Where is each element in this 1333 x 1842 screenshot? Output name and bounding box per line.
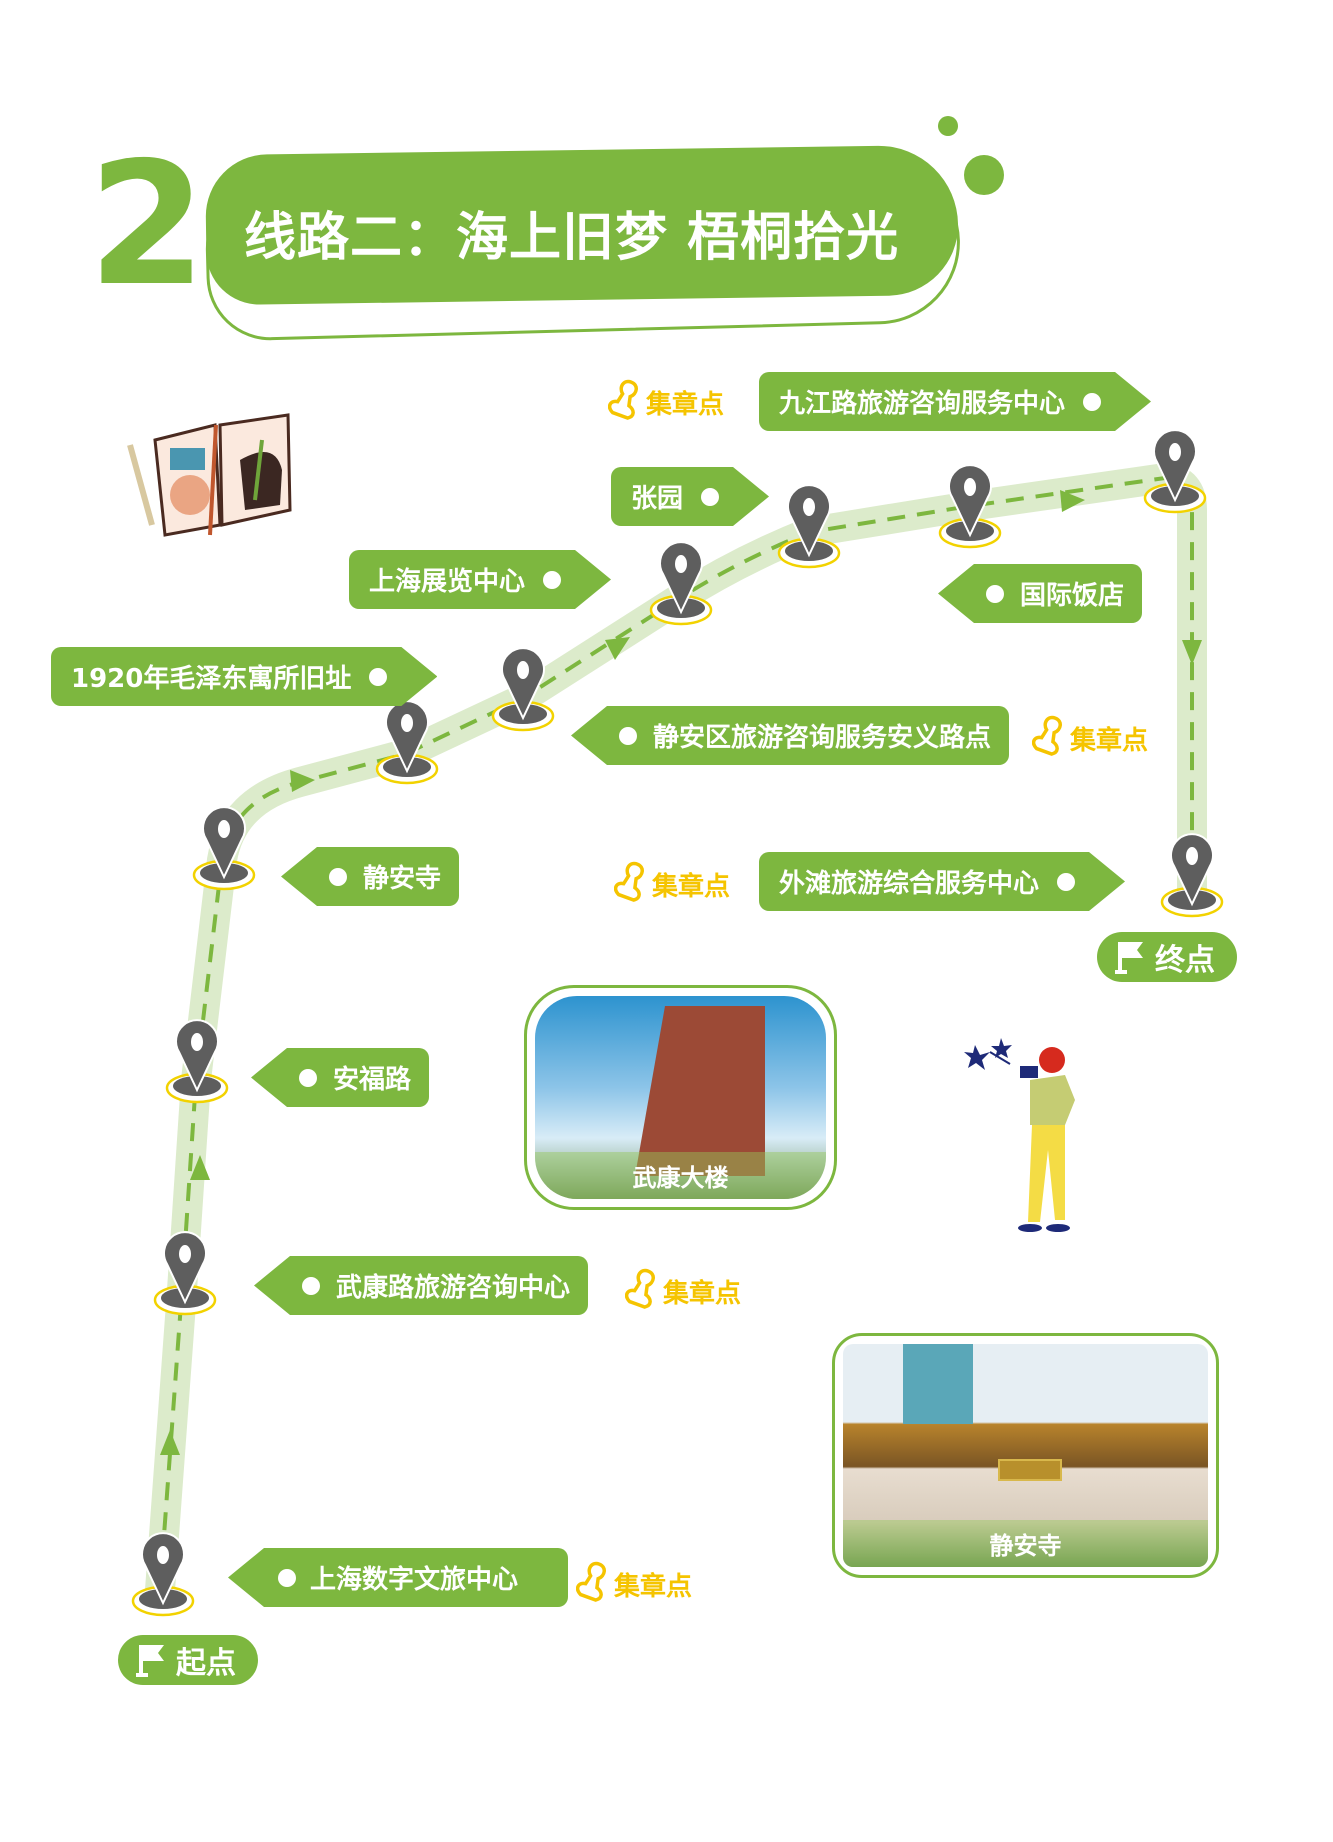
- stamp-point: 集章点: [1031, 714, 1149, 763]
- stop-name: 上海展览中心: [369, 567, 526, 597]
- building-shape: [635, 1006, 765, 1176]
- photographer-illustration: [964, 1038, 1075, 1232]
- arrow-icon: [1060, 490, 1085, 512]
- stamp-icon: [575, 1560, 614, 1609]
- stamp-icon: [624, 1267, 663, 1316]
- stop-name: 安福路: [333, 1065, 412, 1095]
- stop-label-zhang-garden[interactable]: 张园: [611, 467, 769, 526]
- stamp-point: 集章点: [575, 1560, 693, 1609]
- location-pin-icon[interactable]: [1143, 429, 1207, 514]
- decor-dot: [964, 155, 1004, 195]
- location-pin-icon[interactable]: [192, 806, 256, 891]
- stop-label-jiujiang-road-tourist-center[interactable]: 九江路旅游咨询服务中心: [759, 372, 1151, 431]
- stop-name: 武康路旅游咨询中心: [336, 1273, 571, 1303]
- stamp-point: 集章点: [607, 378, 725, 427]
- stop-name: 国际饭店: [1020, 581, 1125, 611]
- temple-plaque: [998, 1459, 1062, 1481]
- stop-name: 张园: [631, 484, 684, 514]
- start-badge: 起点: [118, 1635, 258, 1685]
- photo-caption: 武康大楼: [535, 1152, 826, 1199]
- arrow-icon: [605, 637, 630, 660]
- stamp-point: 集章点: [624, 1267, 742, 1316]
- photo-jingan-temple: 静安寺: [832, 1333, 1219, 1578]
- stamp-label: 集章点: [614, 1572, 693, 1602]
- stop-label-jingan-anyi-road-point[interactable]: 静安区旅游咨询服务安义路点: [571, 706, 1010, 765]
- stop-label-mao-residence-1920[interactable]: 1920年毛泽东寓所旧址: [51, 647, 437, 706]
- location-pin-icon[interactable]: [131, 1532, 195, 1617]
- stamp-icon: [607, 378, 646, 427]
- location-pin-icon[interactable]: [153, 1231, 217, 1316]
- stamp-icon: [613, 860, 652, 909]
- page-title: 线路二：海上旧梦 梧桐拾光: [244, 208, 900, 268]
- stamp-label: 集章点: [1070, 726, 1149, 756]
- photo-caption: 静安寺: [843, 1520, 1208, 1567]
- stop-label-wukang-road-tourist-center[interactable]: 武康路旅游咨询中心: [254, 1256, 589, 1315]
- stop-label-park-hotel[interactable]: 国际饭店: [938, 564, 1143, 623]
- location-pin-icon[interactable]: [649, 541, 713, 626]
- stamp-label: 集章点: [663, 1279, 742, 1309]
- route-arrows: [160, 490, 1202, 1455]
- stamp-label: 集章点: [646, 390, 725, 420]
- stop-label-bund-tourist-center[interactable]: 外滩旅游综合服务中心: [759, 852, 1125, 911]
- location-pin-icon[interactable]: [375, 700, 439, 785]
- arrow-icon: [190, 1155, 210, 1180]
- travel-journal-illustration: [127, 413, 292, 537]
- stop-label-jingan-temple[interactable]: 静安寺: [281, 847, 460, 906]
- stop-label-shanghai-digital-culture-tourism-center[interactable]: 上海数字文旅中心: [228, 1548, 569, 1607]
- stop-label-shanghai-exhibition-center[interactable]: 上海展览中心: [349, 550, 611, 609]
- tower-shape: [903, 1344, 973, 1424]
- stop-name: 静安寺: [363, 864, 442, 894]
- stop-name: 外滩旅游综合服务中心: [779, 869, 1040, 899]
- stop-name: 1920年毛泽东寓所旧址: [71, 664, 352, 694]
- start-label: 起点: [176, 1646, 236, 1681]
- flag-icon: [136, 1645, 164, 1677]
- end-badge: 终点: [1097, 932, 1237, 982]
- route-number: 2: [88, 126, 207, 324]
- decor-dot: [938, 116, 958, 136]
- arrow-icon: [1182, 640, 1202, 665]
- stop-name: 静安区旅游咨询服务安义路点: [653, 723, 992, 753]
- arrow-icon: [160, 1430, 180, 1455]
- photo-wukang-mansion: 武康大楼: [524, 985, 837, 1210]
- stamp-icon: [1031, 714, 1070, 763]
- stop-name: 上海数字文旅中心: [310, 1565, 519, 1595]
- end-label: 终点: [1155, 943, 1215, 978]
- stamp-label: 集章点: [652, 872, 731, 902]
- location-pin-icon[interactable]: [777, 484, 841, 569]
- stamp-point: 集章点: [613, 860, 731, 909]
- arrow-icon: [290, 770, 315, 792]
- location-pin-icon[interactable]: [491, 647, 555, 732]
- location-pin-icon[interactable]: [938, 464, 1002, 549]
- location-pin-icon[interactable]: [165, 1019, 229, 1104]
- stop-label-anfu-road[interactable]: 安福路: [251, 1048, 430, 1107]
- flag-icon: [1115, 942, 1143, 974]
- stop-name: 九江路旅游咨询服务中心: [779, 389, 1066, 419]
- location-pin-icon[interactable]: [1160, 833, 1224, 918]
